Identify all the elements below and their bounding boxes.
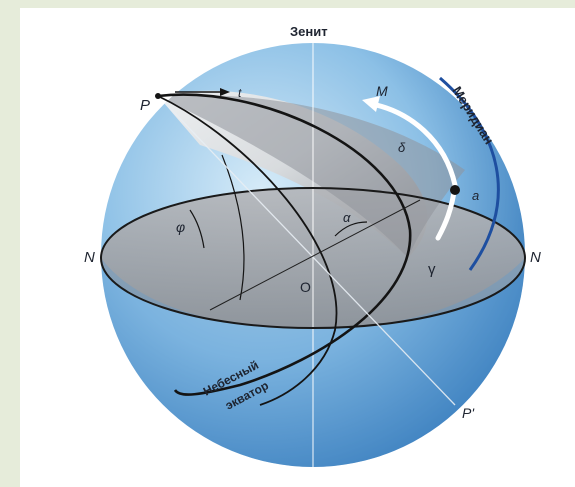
declination-arc xyxy=(221,154,245,301)
north-left-label: N xyxy=(84,249,95,266)
vernal-point-label: γ xyxy=(428,261,436,278)
north-right-label: N xyxy=(530,249,541,266)
north-pole-point xyxy=(155,93,161,99)
alpha-label: α xyxy=(343,210,351,225)
south-pole-label: P' xyxy=(462,405,475,421)
zenith-label: Зенит xyxy=(290,24,328,39)
alpha-angle-arc xyxy=(334,221,368,237)
star-label: M xyxy=(376,83,388,99)
t-label: t xyxy=(238,86,242,100)
a-label: a xyxy=(472,188,479,203)
star-path-arrow xyxy=(369,101,458,241)
latitude-label: φ xyxy=(176,219,185,235)
horizon-circle xyxy=(100,187,526,329)
celestial-equator-arc xyxy=(157,93,412,396)
star-marker xyxy=(450,185,460,195)
north-pole-label: P xyxy=(140,97,150,114)
meridian-arc xyxy=(439,76,500,271)
equator-diameter xyxy=(209,199,421,311)
hour-circle-region xyxy=(158,94,465,258)
hour-circle-arc xyxy=(157,95,338,406)
latitude-angle-arc xyxy=(189,209,205,249)
center-label: O xyxy=(300,279,311,295)
star-arrow-head xyxy=(362,96,380,112)
delta-label: δ xyxy=(398,140,406,155)
pole-arrow-head xyxy=(220,88,230,96)
pole-axis xyxy=(164,102,456,406)
